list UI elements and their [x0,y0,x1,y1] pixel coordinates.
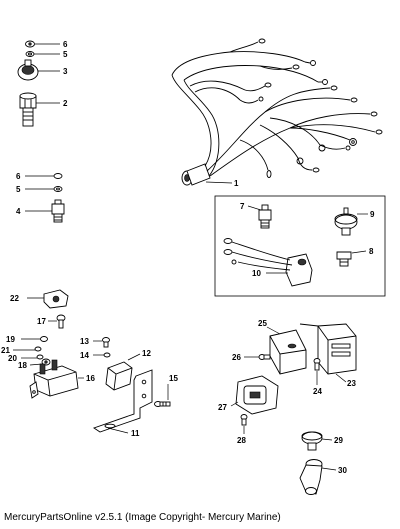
callout-3: 3 [63,67,68,76]
washer-part-5b [53,186,63,192]
copyright-footer: MercuryPartsOnline v2.5.1 (Image Copyrig… [4,512,281,523]
callout-28: 28 [237,436,246,445]
bracket-part-11 [92,369,153,433]
callout-1: 1 [234,179,239,188]
callout-12: 12 [142,349,151,358]
switch-part-9 [334,207,358,236]
sender-part-3 [17,59,39,81]
callout-10: 10 [252,269,261,278]
callout-26: 26 [232,353,241,362]
screw-part-13 [102,337,110,348]
fitting-part-2 [19,92,37,127]
screw-part-28 [240,414,248,426]
callout-16: 16 [86,374,95,383]
housing-part-23 [299,323,357,375]
solenoid-part-16 [29,359,79,399]
clamp-part-22 [43,289,69,309]
callout-24: 24 [313,387,322,396]
callout-17: 17 [37,317,46,326]
callout-9: 9 [370,210,375,219]
switch-part-29 [301,431,323,451]
washer-part-5 [25,51,35,57]
callout-6b: 6 [16,172,21,181]
callout-30: 30 [338,466,347,475]
callout-14: 14 [80,351,89,360]
nut-part-19 [40,336,48,342]
washer-part-14 [103,352,111,358]
washer-part-20 [36,354,44,360]
callout-4: 4 [16,207,21,216]
callout-13: 13 [80,337,89,346]
module-part-27 [235,375,279,415]
callout-11: 11 [131,429,140,438]
callout-22: 22 [10,294,19,303]
callout-21: 21 [1,346,10,355]
sender-part-4 [51,199,65,223]
callout-25: 25 [258,319,267,328]
coil-part-10 [223,238,313,287]
screw-part-26 [258,354,271,360]
module-part-25 [269,329,307,375]
screw-part-15 [154,401,171,407]
elbow-part-30 [299,459,323,495]
callout-23: 23 [347,379,356,388]
washer-part-21 [34,346,42,352]
callout-2: 2 [63,99,68,108]
sender-part-7 [258,204,272,229]
callout-19: 19 [6,335,15,344]
fuse-holder-part-12 [105,361,133,391]
callout-5: 5 [63,50,68,59]
callout-7: 7 [240,202,245,211]
callout-29: 29 [334,436,343,445]
screw-part-17 [56,314,66,329]
callout-18: 18 [18,361,27,370]
callout-27: 27 [218,403,227,412]
callout-20: 20 [8,354,17,363]
adapter-part-8 [336,251,352,267]
nut-part-6b [53,173,63,179]
sub-assembly-frame [214,195,386,297]
terminal-part-18 [41,358,51,366]
screw-part-24 [313,358,321,371]
callout-15: 15 [169,374,178,383]
callout-5b: 5 [16,185,21,194]
callout-8: 8 [369,247,374,256]
nut-part-6 [25,40,35,48]
wiring-harness-part-1 [171,38,383,186]
callout-6: 6 [63,40,68,49]
